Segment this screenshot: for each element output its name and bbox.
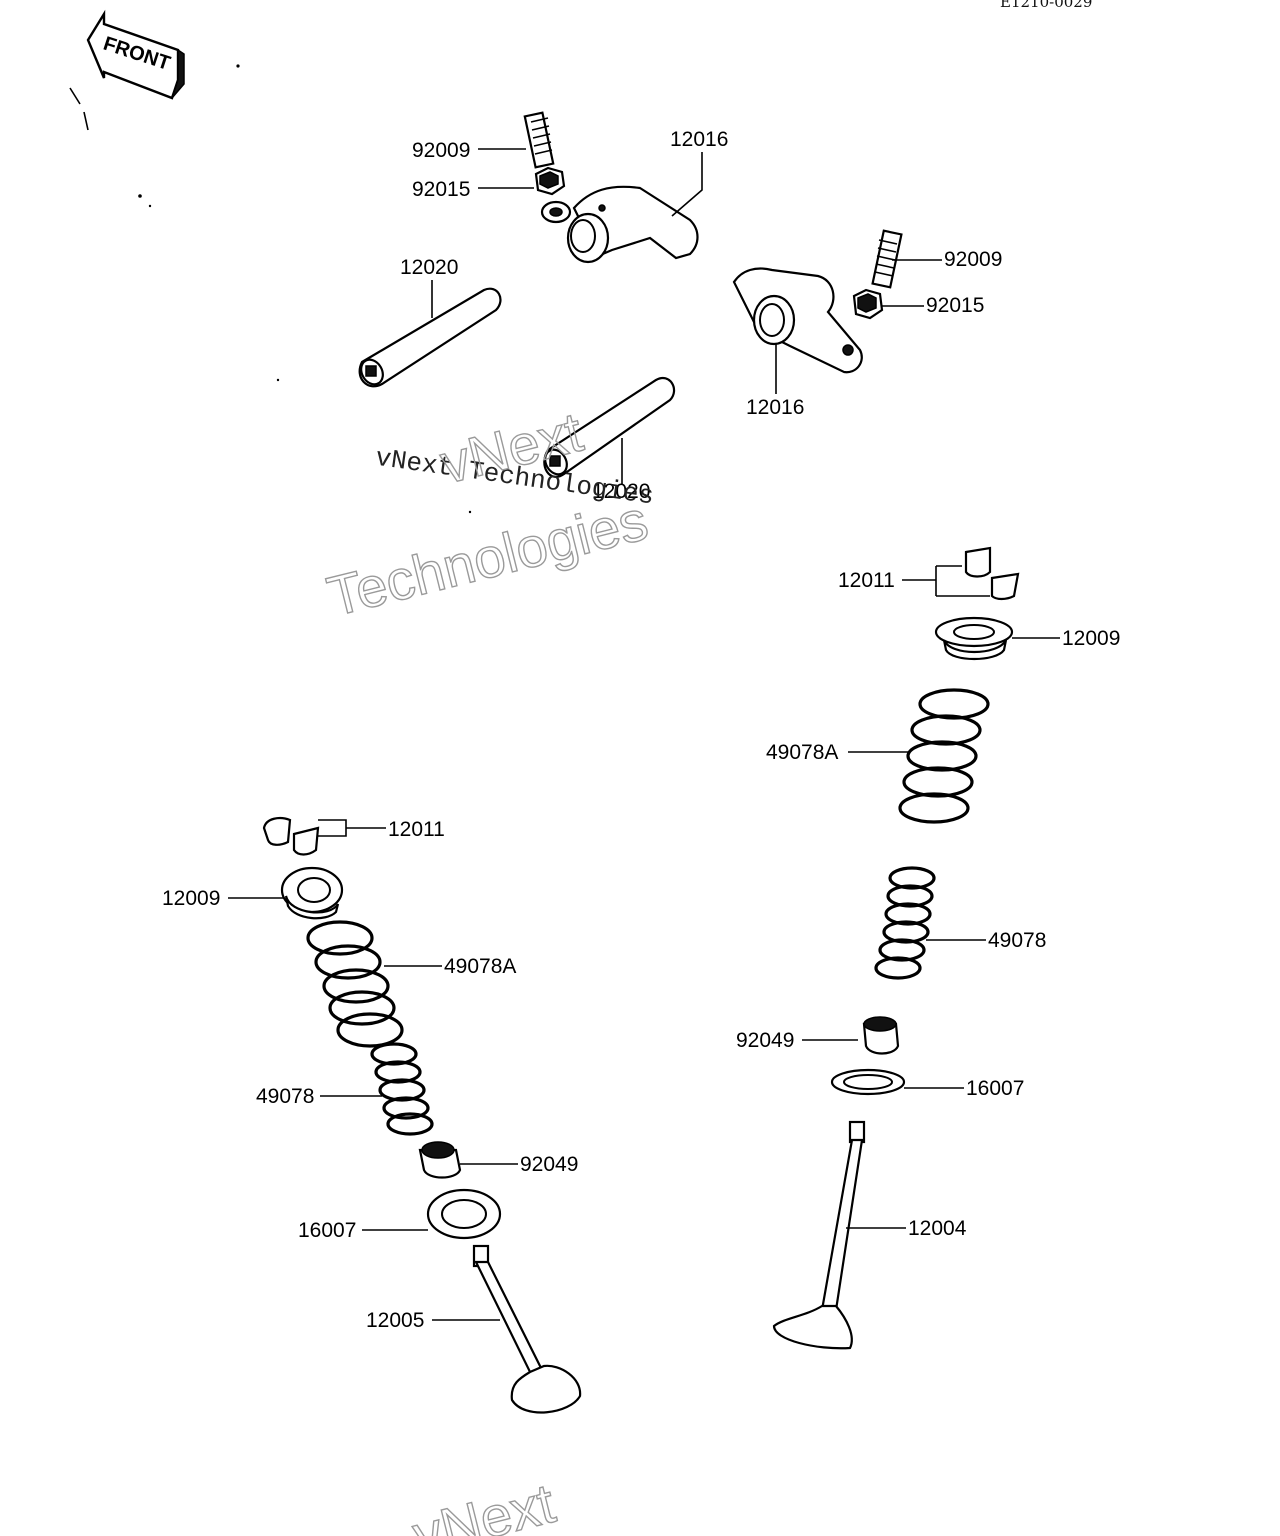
label-12011-right: 12011 (838, 569, 895, 592)
stem-seal-left (418, 1141, 462, 1179)
watermark-vnext-bottom: vNext (407, 1471, 562, 1536)
label-12009-left: 12009 (162, 887, 220, 910)
label-49078a-right: 49078A (766, 741, 838, 764)
label-92009-right: 92009 (944, 248, 1002, 271)
label-12004: 12004 (908, 1217, 967, 1240)
rocker-nut-right (852, 288, 884, 320)
label-92049-left: 92049 (520, 1153, 578, 1176)
label-49078-right: 49078 (988, 929, 1046, 952)
spring-seat-left (426, 1188, 502, 1240)
leader-12016-left (671, 152, 703, 217)
label-92015-left: 92015 (412, 178, 470, 201)
retainer-right (934, 616, 1014, 660)
rocker-arm-left (540, 185, 699, 264)
leader-12011-left (318, 819, 386, 837)
retainer-left (280, 866, 344, 920)
rocker-nut-left (534, 166, 566, 196)
rocker-adjust-screw-right (871, 229, 903, 289)
label-12011-left: 12011 (388, 818, 445, 841)
inner-spring-right (874, 866, 936, 980)
intake-valve (472, 1244, 582, 1414)
label-12005: 12005 (366, 1309, 424, 1332)
rocker-arm-right (732, 267, 863, 374)
watermark-technologies: Technologies (321, 488, 653, 628)
label-92015-right: 92015 (926, 294, 984, 317)
label-12020-right: 12020 (592, 480, 650, 503)
label-16007-right: 16007 (966, 1077, 1024, 1100)
scan-specks (138, 64, 472, 514)
label-12009-right: 12009 (1062, 627, 1120, 650)
label-92009-left: 92009 (412, 139, 470, 162)
label-12016-left: 12016 (670, 128, 728, 151)
rocker-shaft-right (543, 377, 676, 478)
outer-spring-left (306, 920, 404, 1048)
rocker-shaft-left (358, 287, 502, 388)
spring-seat-right (830, 1068, 906, 1096)
leader-12011-right (902, 565, 990, 597)
front-arrow-icon: FRONT (86, 9, 185, 100)
inner-spring-left (370, 1042, 434, 1136)
cotter-left (262, 817, 320, 856)
label-12016-right: 12016 (746, 396, 804, 419)
label-16007-left: 16007 (298, 1219, 356, 1242)
label-12020-left: 12020 (400, 256, 458, 279)
label-92049-right: 92049 (736, 1029, 794, 1052)
rocker-adjust-screw-left (523, 111, 555, 169)
diagram-code: E1210-0029 (1000, 0, 1092, 11)
cotter-right (964, 546, 1020, 601)
outer-spring-right (898, 688, 990, 824)
label-49078-left: 49078 (256, 1085, 314, 1108)
scan-marks (69, 87, 89, 131)
stem-seal-right (862, 1016, 900, 1055)
exhaust-valve (772, 1120, 866, 1350)
label-49078a-left: 49078A (444, 955, 516, 978)
